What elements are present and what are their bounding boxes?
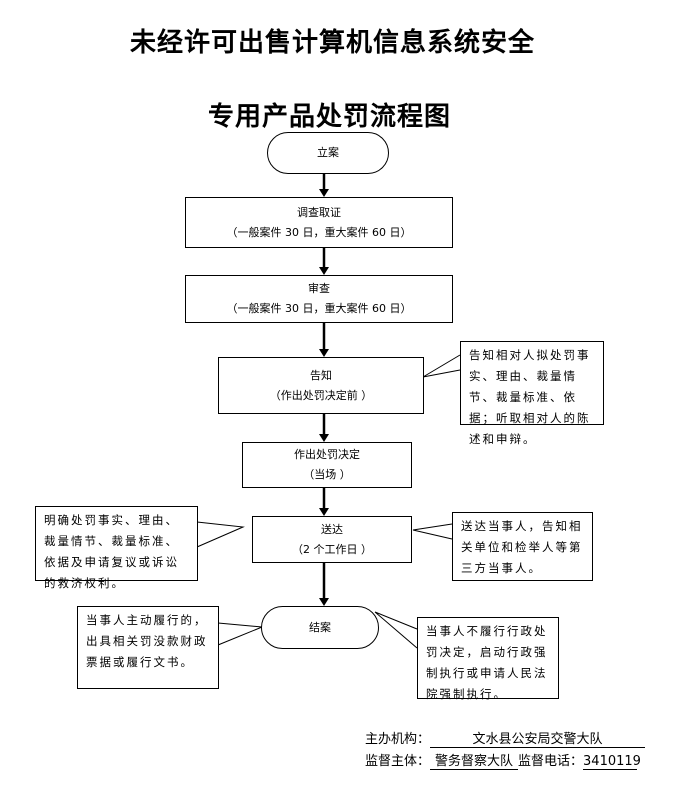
footer-host-row: 主办机构：文水县公安局交警大队 [365,728,646,748]
notify-title: 告知 [310,368,332,382]
supervisor-value: 警务督察大队 [430,750,519,770]
arrowhead-3 [319,349,329,357]
decide-note: （当场 ） [303,468,351,481]
phone-value: 3410119 [583,754,641,770]
decide-node: 作出处罚决定 （当场 ） [242,442,412,488]
arrowhead-2 [319,267,329,275]
notify-node: 告知 （作出处罚决定前 ） [218,357,424,414]
callout-notify: 告知相对人拟处罚事实、理由、裁量情节、裁量标准、依据；听取相对人的陈述和申辩。 [460,341,604,446]
arrowhead-6 [319,598,329,606]
host-value: 文水县公安局交警大队 [430,728,646,748]
investigate-note: （一般案件 30 日，重大案件 60 日） [226,225,412,239]
callout-tail-deliver-right [412,523,453,540]
title-line-1: 未经许可出售计算机信息系统安全 [130,28,536,58]
arrowhead-4 [319,434,329,442]
supervisor-label: 监督主体： [365,754,431,769]
callout-close-right: 当事人不履行行政处罚决定，启动行政强制执行或申请人民法院强制执行。 [417,617,559,701]
notify-note: （作出处罚决定前 ） [269,388,373,402]
start-label: 立案 [317,146,339,159]
review-title: 审查 [308,282,330,295]
investigate-node: 调查取证 （一般案件 30 日，重大案件 60 日） [185,197,453,248]
callout-deliver-right: 送达当事人，告知相关单位和检举人等第三方当事人。 [452,512,593,581]
callout-tail-close-right [374,611,418,649]
investigate-title: 调查取证 [297,205,341,219]
decide-title: 作出处罚决定 [294,448,360,461]
callout-tail-notify [422,354,461,378]
callout-tail-deliver-left [196,521,245,548]
host-label: 主办机构： [365,732,431,747]
review-node: 审查 （一般案件 30 日，重大案件 60 日） [185,275,453,323]
start-node: 立案 [267,132,389,174]
close-label: 结案 [309,620,331,634]
deliver-note: （2 个工作日 ） [292,542,372,556]
deliver-title: 送达 [321,522,343,536]
arrowhead-5 [319,508,329,516]
title-line-2: 专用产品处罚流程图 [208,102,452,132]
footer-supervisor-row: 监督主体：警务督察大队监督电话：3410119 [365,750,641,770]
callout-close-left: 当事人主动履行的，出具相关罚没款财政票据或履行文书。 [77,606,219,689]
callout-tail-close-left [217,622,263,646]
arrowhead-1 [319,189,329,197]
close-node: 结案 [261,606,379,649]
phone-label: 监督电话： [518,754,584,769]
review-note: （一般案件 30 日，重大案件 60 日） [226,302,412,315]
deliver-node: 送达 （2 个工作日 ） [252,516,412,563]
callout-deliver-left: 明确处罚事实、理由、裁量情节、裁量标准、依据及申请复议或诉讼的救济权利。 [35,506,198,590]
